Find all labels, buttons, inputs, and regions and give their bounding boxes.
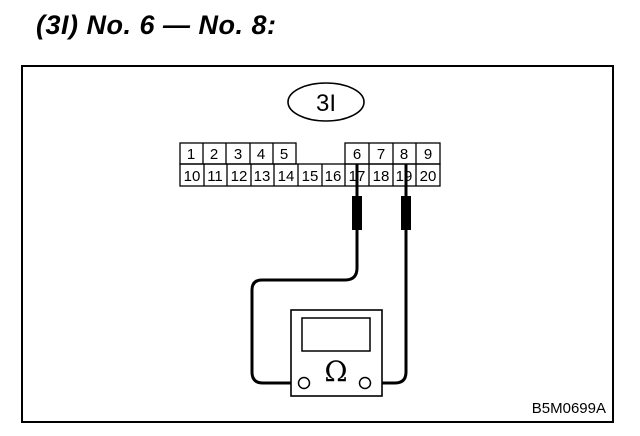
pin-6: 6 xyxy=(353,146,361,163)
diagram-frame xyxy=(21,65,614,423)
pin-15: 15 xyxy=(302,168,319,185)
ohm-symbol: Ω xyxy=(324,355,347,388)
probe-left xyxy=(352,164,362,230)
pin-20: 20 xyxy=(420,168,437,185)
pin-14: 14 xyxy=(278,168,295,185)
bottom-row-pins: 10 11 12 13 14 15 16 17 18 19 20 xyxy=(184,168,437,185)
ohmmeter: Ω xyxy=(290,309,383,397)
pin-4: 4 xyxy=(257,146,265,163)
pin-16: 16 xyxy=(325,168,342,185)
pin-11: 11 xyxy=(207,168,223,185)
pin-8: 8 xyxy=(400,146,408,163)
connector-face xyxy=(179,142,441,187)
pin-12: 12 xyxy=(231,168,248,185)
lead-wire-left xyxy=(250,230,359,385)
meter-terminal-left xyxy=(297,376,311,390)
top-row-pins: 1 2 3 4 5 6 7 8 9 xyxy=(187,146,432,163)
ohmmeter-display xyxy=(301,317,371,352)
pin-9: 9 xyxy=(424,146,432,163)
lead-wire-right xyxy=(368,230,408,385)
pin-1: 1 xyxy=(187,146,195,163)
pin-2: 2 xyxy=(210,146,218,163)
pin-10: 10 xyxy=(184,168,201,185)
pin-3: 3 xyxy=(234,146,242,163)
pin-13: 13 xyxy=(254,168,271,185)
pin-7: 7 xyxy=(377,146,385,163)
connector-label-bubble: 3I xyxy=(287,82,365,122)
pin-18: 18 xyxy=(373,168,390,185)
pin-19: 19 xyxy=(396,168,413,185)
pin-5: 5 xyxy=(280,146,288,163)
connector-label: 3I xyxy=(316,90,336,117)
probe-right xyxy=(401,164,411,230)
meter-terminal-right xyxy=(358,376,372,390)
figure-code: B5M0699A xyxy=(532,400,606,417)
section-heading: (3I) No. 6 — No. 8: xyxy=(36,10,277,40)
